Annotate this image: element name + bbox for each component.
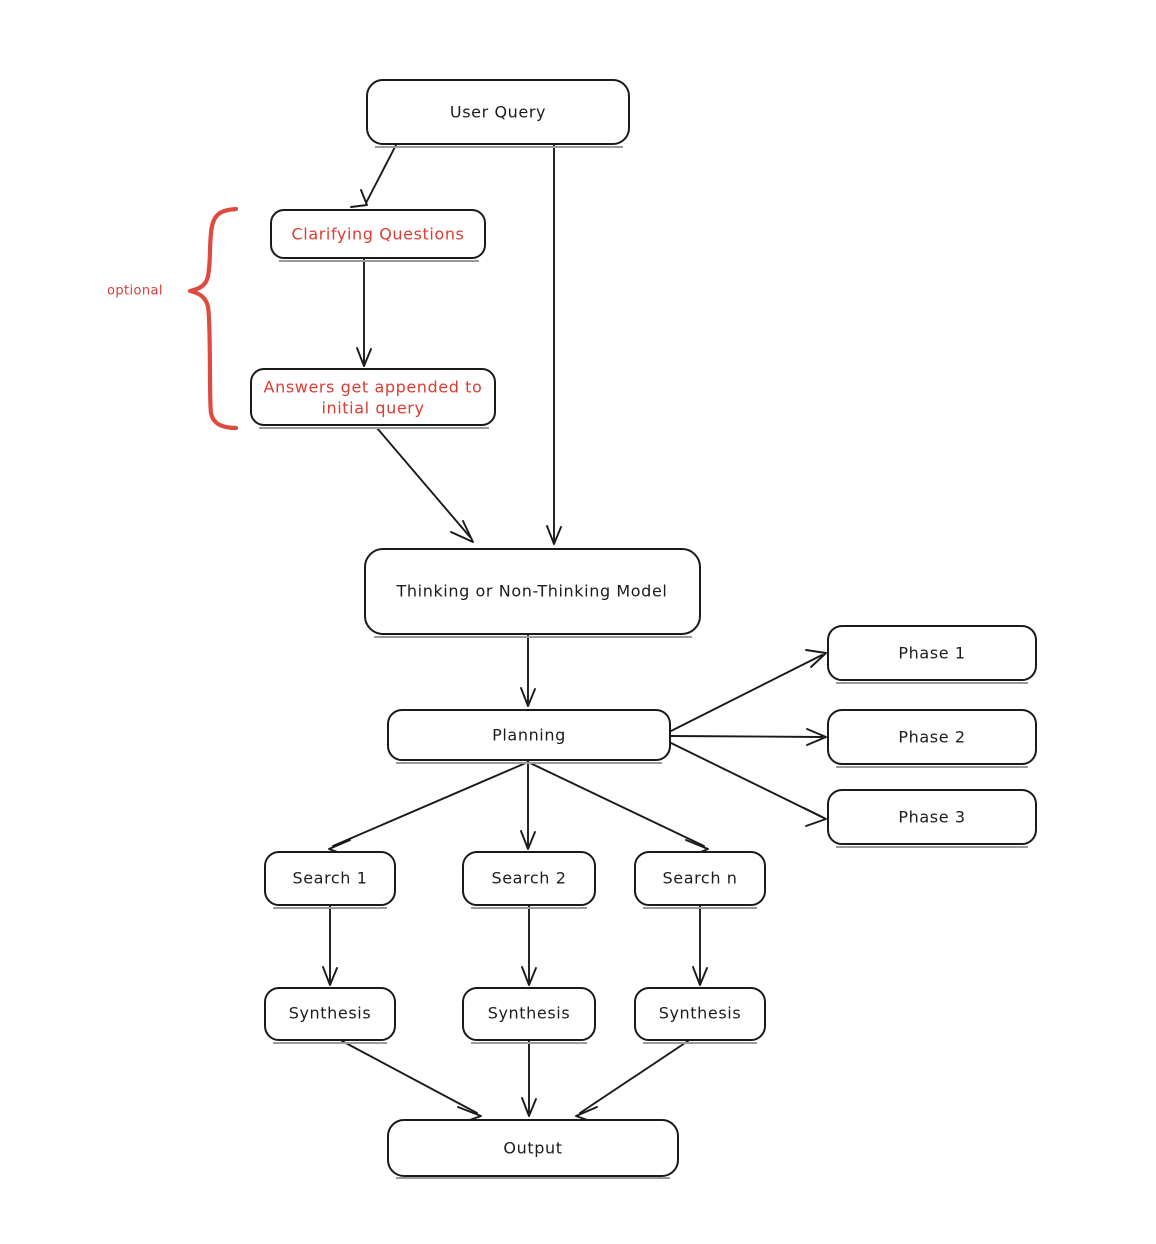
node-output-label: Output xyxy=(503,1139,562,1158)
node-search-n[interactable]: Search n xyxy=(634,851,766,909)
node-thinking-model-label: Thinking or Non-Thinking Model xyxy=(396,582,668,601)
edge-thinking-to-planning xyxy=(520,634,536,707)
node-planning[interactable]: Planning xyxy=(387,709,671,764)
node-user-query-label: User Query xyxy=(450,103,546,122)
node-answers-appended-label-line1: Answers get appended to xyxy=(264,378,483,397)
node-synthesis-2[interactable]: Synthesis xyxy=(462,987,596,1044)
node-search-1[interactable]: Search 1 xyxy=(264,851,396,909)
node-output[interactable]: Output xyxy=(387,1119,679,1179)
edge-user-query-to-clarifying xyxy=(350,144,397,208)
node-phase-2-label: Phase 2 xyxy=(898,728,965,747)
node-planning-label: Planning xyxy=(492,726,566,745)
edge-planning-to-phase-2 xyxy=(670,728,827,746)
node-user-query[interactable]: User Query xyxy=(366,79,630,148)
edge-search-2-to-synthesis-2 xyxy=(521,905,537,986)
node-phase-1[interactable]: Phase 1 xyxy=(827,625,1037,684)
edge-answers-to-thinking xyxy=(376,427,474,543)
edge-planning-to-search-1 xyxy=(328,761,529,856)
optional-brace-label: optional xyxy=(107,284,163,299)
node-synthesis-1[interactable]: Synthesis xyxy=(264,987,396,1044)
node-clarifying-questions[interactable]: Clarifying Questions xyxy=(270,209,486,262)
edge-search-1-to-synthesis-1 xyxy=(322,905,338,986)
node-answers-appended[interactable]: Answers get appended to initial query xyxy=(250,368,496,429)
edge-planning-to-search-2 xyxy=(520,761,536,850)
edge-search-n-to-synthesis-3 xyxy=(692,905,708,986)
node-synthesis-2-label: Synthesis xyxy=(488,1004,571,1023)
node-search-n-label: Search n xyxy=(663,869,738,888)
optional-annotation: optional xyxy=(107,206,239,431)
edge-synthesis-3-to-output xyxy=(575,1040,689,1123)
node-thinking-model[interactable]: Thinking or Non-Thinking Model xyxy=(364,548,701,638)
edge-planning-to-search-n xyxy=(527,761,709,857)
edge-planning-to-phase-1 xyxy=(670,649,827,732)
node-search-2[interactable]: Search 2 xyxy=(462,851,596,909)
node-phase-3[interactable]: Phase 3 xyxy=(827,789,1037,848)
edge-planning-to-phase-3 xyxy=(670,742,827,827)
edge-synthesis-2-to-output xyxy=(521,1040,537,1117)
node-clarifying-questions-label: Clarifying Questions xyxy=(292,225,465,244)
node-search-2-label: Search 2 xyxy=(491,869,566,888)
node-synthesis-3[interactable]: Synthesis xyxy=(634,987,766,1044)
node-answers-appended-label-line2: initial query xyxy=(321,399,424,418)
node-phase-1-label: Phase 1 xyxy=(898,644,965,663)
node-synthesis-3-label: Synthesis xyxy=(659,1004,742,1023)
edge-clarifying-to-answers xyxy=(356,258,372,367)
node-synthesis-1-label: Synthesis xyxy=(289,1004,372,1023)
node-layer: User Query Clarifying Questions Answers … xyxy=(250,79,1037,1179)
edge-synthesis-1-to-output xyxy=(341,1040,482,1123)
node-phase-2[interactable]: Phase 2 xyxy=(827,709,1037,768)
node-search-1-label: Search 1 xyxy=(292,869,367,888)
edge-layer xyxy=(322,144,827,1123)
edge-user-query-to-thinking xyxy=(546,144,562,545)
node-phase-3-label: Phase 3 xyxy=(898,808,965,827)
optional-brace-icon xyxy=(187,206,239,431)
